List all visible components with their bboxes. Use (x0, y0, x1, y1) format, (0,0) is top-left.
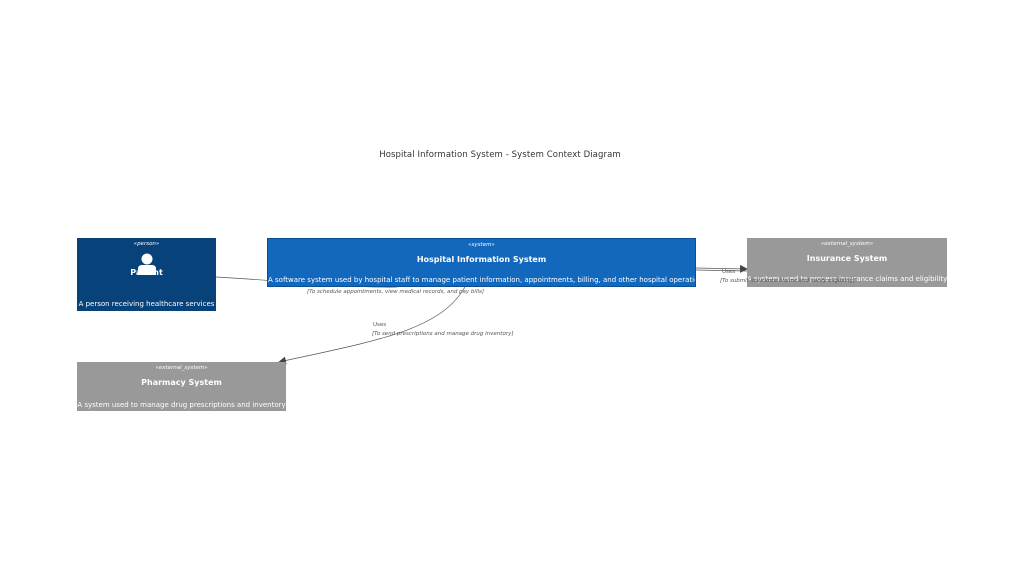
node-his-description: A software system used by hospital staff… (268, 276, 696, 284)
edge-his-pharmacy-label: Uses (373, 322, 387, 328)
edge-his-insurance-technology: [To submit insurance claims and verify e… (720, 278, 856, 284)
edge-his-pharmacy-technology: [To send prescriptions and manage drug i… (372, 331, 514, 337)
node-insurance-stereotype: «external_system» (820, 241, 874, 247)
node-insurance-name: Insurance System (806, 254, 888, 263)
node-pharmacy-system[interactable]: «external_system» Pharmacy System A syst… (77, 362, 286, 411)
edge-his-insurance-label: Uses (722, 269, 736, 275)
node-hospital-information-system[interactable]: «system» Hospital Information System A s… (267, 238, 696, 287)
node-pharmacy-description: A system used to manage drug prescriptio… (77, 401, 286, 409)
edge-patient-his-technology: [To schedule appointments, view medical … (307, 289, 485, 295)
person-icon (138, 253, 156, 275)
node-his-stereotype: «system» (468, 242, 495, 248)
node-patient[interactable]: «person» Patient A person receiving heal… (77, 238, 216, 311)
node-insurance-description: A system used to process insurance claim… (747, 275, 947, 283)
node-his-name: Hospital Information System (416, 255, 547, 264)
edge-his-to-pharmacy (278, 286, 466, 365)
node-pharmacy-stereotype: «external_system» (155, 365, 208, 371)
diagram-title: Hospital Information System - System Con… (379, 150, 621, 160)
node-insurance-system[interactable]: «external_system» Insurance System A sys… (747, 238, 947, 287)
node-patient-stereotype: «person» (133, 241, 160, 247)
node-pharmacy-name: Pharmacy System (141, 378, 222, 387)
node-patient-description: A person receiving healthcare services (78, 300, 215, 308)
